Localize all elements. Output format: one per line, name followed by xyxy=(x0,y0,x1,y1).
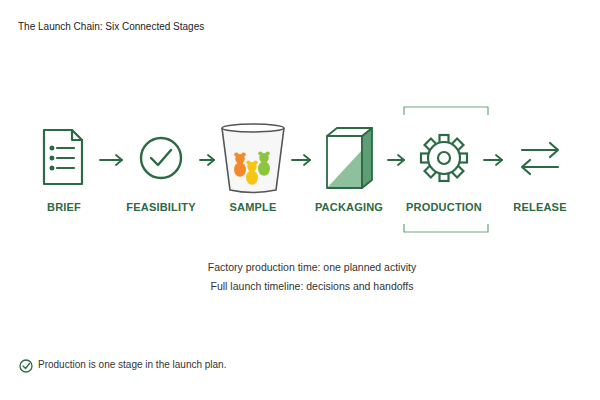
flow-arrow xyxy=(484,159,502,161)
note-text: Full launch timeline: decisions and hand… xyxy=(112,280,512,292)
stage-box: RELEASE xyxy=(502,120,578,214)
flow-arrow xyxy=(292,159,310,161)
caption-check-icon xyxy=(20,360,32,372)
document-icon xyxy=(44,130,82,184)
flow-arrow xyxy=(388,159,404,161)
package-icon xyxy=(327,128,372,188)
stage-box: FEASIBILITY xyxy=(122,120,200,214)
flow-arrow xyxy=(200,159,214,161)
stage-label: BRIEF xyxy=(47,201,81,214)
stage-box: BRIEF xyxy=(28,120,100,214)
stage-box: PRODUCTION xyxy=(404,120,484,214)
check-icon xyxy=(141,138,181,178)
stage-label: FEASIBILITY xyxy=(126,201,195,214)
release-icon xyxy=(522,143,558,174)
stage-box: SAMPLE xyxy=(214,120,292,214)
diagram-caption: Production is one stage in the launch pl… xyxy=(38,359,226,370)
note-text: Factory production time: one planned act… xyxy=(112,261,512,273)
flow-arrow xyxy=(100,159,122,161)
stage-label: RELEASE xyxy=(513,201,566,214)
stage-label: SAMPLE xyxy=(229,201,276,214)
stage-label: PACKAGING xyxy=(315,201,383,214)
gummy-bear xyxy=(234,152,246,176)
stage-label: PRODUCTION xyxy=(406,201,482,214)
highlight-bracket xyxy=(404,107,488,232)
stage-box: PACKAGING xyxy=(310,120,388,214)
gummy-bear xyxy=(258,151,270,175)
gummy-bear xyxy=(246,160,258,184)
gear-icon xyxy=(421,135,467,181)
sample-cup-icon xyxy=(222,124,284,193)
diagram-title: The Launch Chain: Six Connected Stages xyxy=(18,21,204,32)
